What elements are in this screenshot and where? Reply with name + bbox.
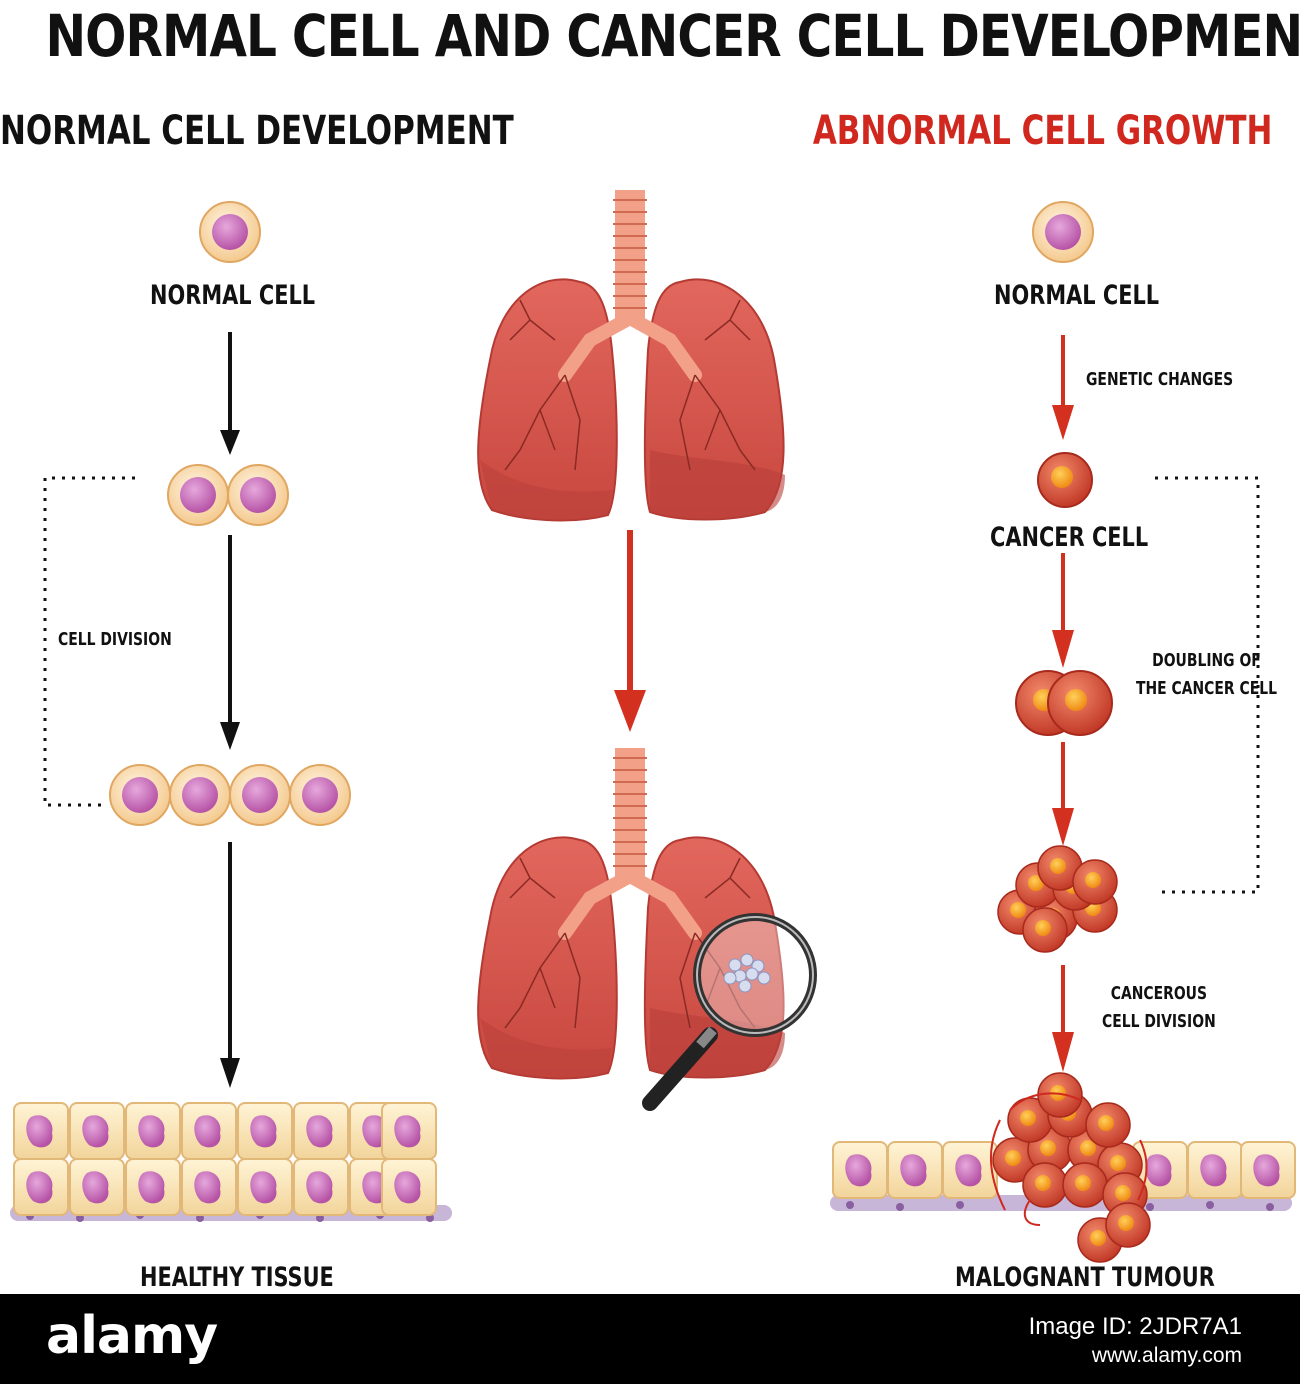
lungs-illustration bbox=[478, 190, 785, 520]
alamy-logo: alamy bbox=[46, 1306, 218, 1366]
normal-cell-label-right: NORMAL CELL bbox=[994, 280, 1160, 311]
cancer-cell-illustration bbox=[1037, 452, 1093, 508]
normal-cell-illustration bbox=[199, 201, 261, 263]
doubling-bracket bbox=[1155, 476, 1260, 894]
two-cells bbox=[167, 464, 289, 526]
red-arrow bbox=[1052, 335, 1074, 1072]
cancerous-division-label: CANCEROUS CELL DIVISION bbox=[1102, 980, 1216, 1036]
image-id-text: Image ID: 2JDR7A1 bbox=[1028, 1313, 1242, 1340]
cell-division-label: CELL DIVISION bbox=[58, 629, 172, 650]
cancerous-label-line1: CANCEROUS bbox=[1110, 983, 1208, 1004]
cancerous-label-line2: CELL DIVISION bbox=[1102, 1011, 1216, 1032]
cancer-cell-label: CANCER CELL bbox=[990, 522, 1149, 553]
doubling-label-line2: THE CANCER CELL bbox=[1136, 678, 1277, 699]
healthy-tissue-label: HEALTHY TISSUE bbox=[140, 1262, 334, 1293]
abnormal-growth-heading: ABNORMAL CELL GROWTH bbox=[812, 108, 1272, 154]
watermark-info: Image ID: 2JDR7A1 www.alamy.com bbox=[1029, 1313, 1242, 1368]
magnifier-icon bbox=[642, 913, 817, 1111]
malignant-tumour-label: MALOGNANT TUMOUR bbox=[955, 1262, 1215, 1293]
cancer-cell-cluster bbox=[997, 845, 1118, 953]
doubling-label-line1: DOUBLING OF bbox=[1152, 650, 1261, 671]
watermark-bar bbox=[0, 1294, 1300, 1384]
page-title: NORMAL CELL AND CANCER CELL DEVELOPMENT bbox=[45, 2, 1300, 70]
normal-cell-label: NORMAL CELL bbox=[150, 280, 316, 311]
normal-cell-illustration-right bbox=[1032, 201, 1094, 263]
malignant-tumour-illustration bbox=[830, 1072, 1296, 1263]
black-arrow bbox=[220, 332, 240, 1088]
healthy-tissue-illustration bbox=[10, 1102, 452, 1222]
doubling-label: DOUBLING OF THE CANCER CELL bbox=[1136, 647, 1277, 703]
doubled-cancer-cells bbox=[1015, 670, 1113, 736]
center-red-arrow bbox=[614, 530, 646, 732]
site-url-text: www.alamy.com bbox=[1091, 1344, 1242, 1367]
four-cells bbox=[109, 764, 351, 826]
normal-development-heading: NORMAL CELL DEVELOPMENT bbox=[0, 108, 514, 154]
genetic-changes-label: GENETIC CHANGES bbox=[1086, 369, 1234, 390]
